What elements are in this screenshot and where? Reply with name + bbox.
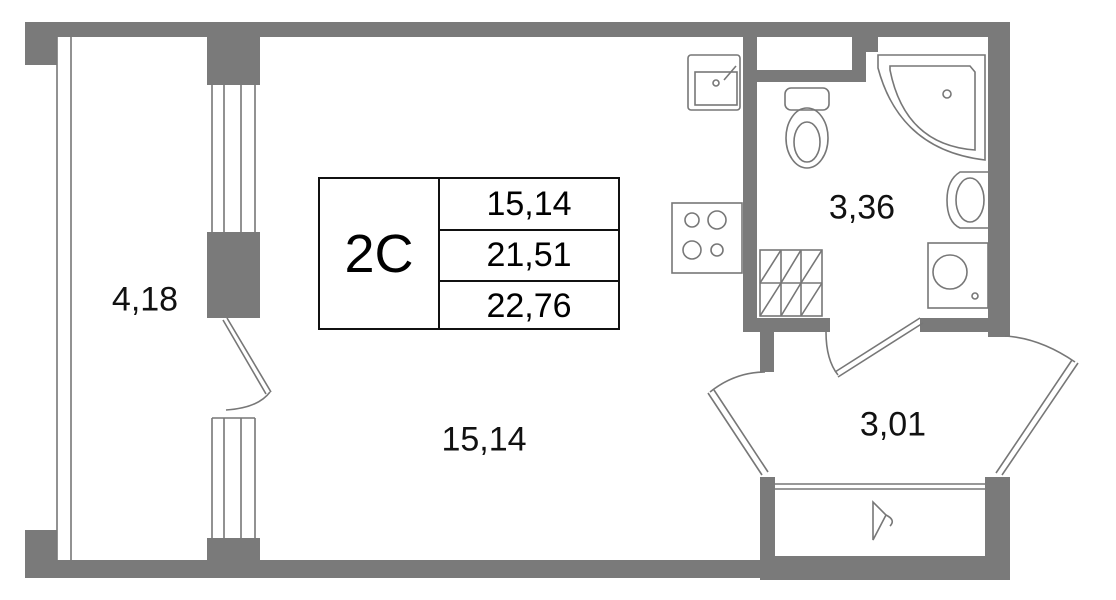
apartment-info-table: 2C 15,14 21,51 22,76	[318, 177, 620, 330]
total-area-with-balcony: 22,76	[486, 286, 572, 325]
living-area: 15,14	[440, 179, 618, 231]
unit-type: 2C	[320, 179, 440, 328]
total-area: 21,51	[440, 230, 618, 282]
window-upper	[211, 85, 256, 232]
room-area-bathroom: 3,36	[828, 188, 896, 227]
walls	[25, 22, 1010, 580]
window-lower	[211, 417, 256, 538]
room-area-balcony: 4,18	[111, 280, 179, 319]
fixtures	[56, 37, 1079, 560]
room-area-hallway: 3,01	[859, 405, 927, 444]
room-area-living-room: 15,14	[441, 420, 527, 459]
